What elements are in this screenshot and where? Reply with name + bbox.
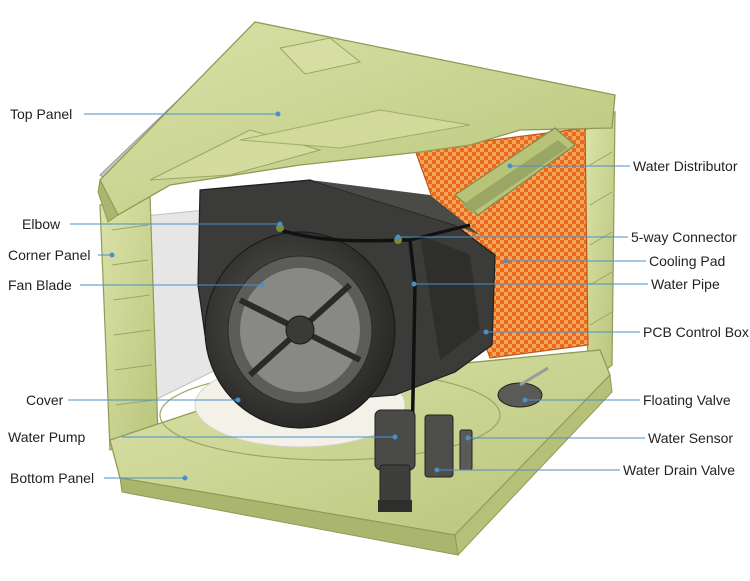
fan-blade-shape — [204, 231, 396, 429]
label-water-sensor: Water Sensor — [648, 430, 734, 446]
label-water-pipe: Water Pipe — [651, 276, 720, 292]
water-distributor-shape — [454, 127, 576, 216]
label-water-pump: Water Pump — [8, 429, 86, 445]
label-bottom-panel: Bottom Panel — [10, 470, 95, 486]
label-cooling-pad: Cooling Pad — [649, 253, 726, 269]
label-cover: Cover — [26, 392, 64, 408]
corner-panel-shape — [99, 194, 159, 451]
floating-valve-shape — [497, 366, 549, 408]
label-fan-blade: Fan Blade — [8, 277, 72, 293]
label-elbow: Elbow — [22, 216, 61, 232]
label-5-way-connector: 5-way Connector — [631, 229, 737, 245]
label-pcb-control-box: PCB Control Box — [643, 324, 749, 340]
top-panel-shape — [97, 21, 616, 223]
label-top-panel: Top Panel — [10, 106, 73, 122]
right-panel-shape — [584, 110, 616, 387]
leader-lines — [68, 111, 648, 481]
label-corner-panel: Corner Panel — [8, 247, 91, 263]
label-floating-valve: Floating Valve — [643, 392, 731, 408]
water-pump-shape — [374, 409, 416, 512]
bottom-panel-shape — [109, 349, 613, 557]
label-water-distributor: Water Distributor — [633, 158, 738, 174]
label-water-drain-valve: Water Drain Valve — [623, 462, 736, 478]
